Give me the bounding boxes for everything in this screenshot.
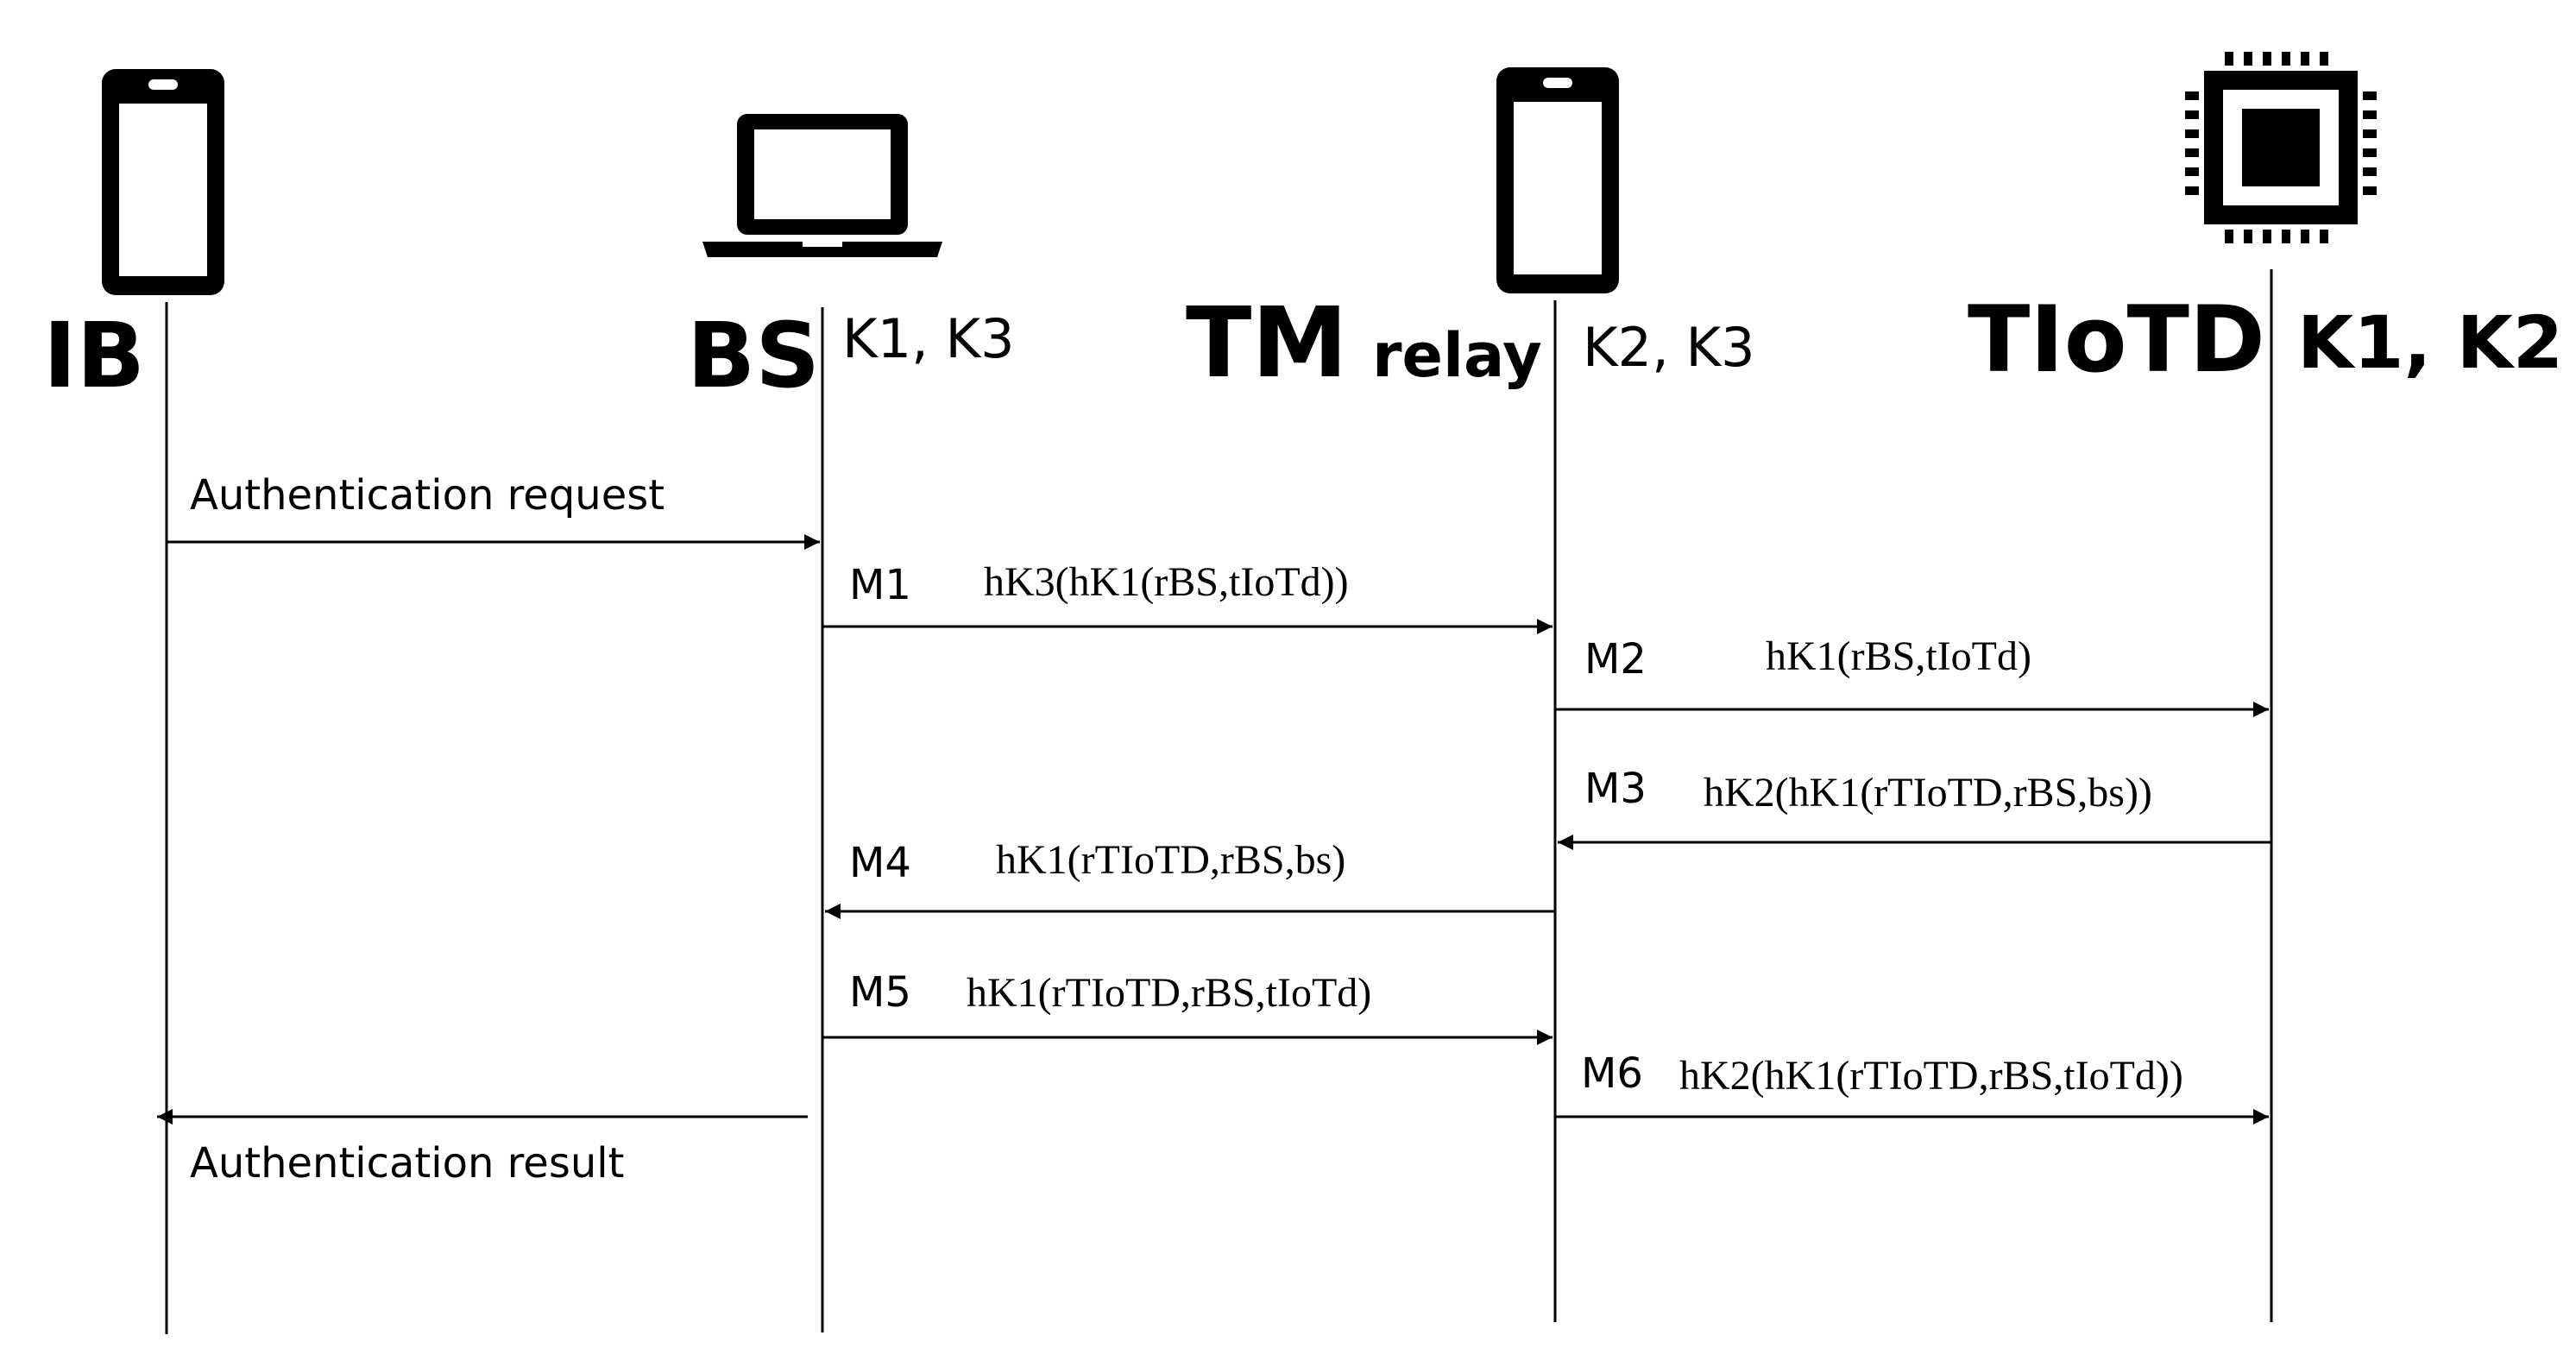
laptop-icon <box>702 114 942 257</box>
actor-bs-label: BS <box>687 303 820 408</box>
m3-label: hK2(hK1(rTIoTD,rBS,bs)) <box>1704 770 2152 816</box>
m5-label: hK1(rTIoTD,rBS,tIoTd) <box>967 970 1371 1016</box>
m5-id: M5 <box>849 968 911 1017</box>
m6-label: hK2(hK1(rTIoTD,rBS,tIoTd)) <box>1679 1053 2183 1099</box>
actor-tm-label: TM <box>1186 287 1348 400</box>
m2-id: M2 <box>1584 635 1647 684</box>
m1-label: hK3(hK1(rBS,tIoTd)) <box>984 559 1349 605</box>
actor-tiotd-label: TIoTD <box>1968 287 2265 393</box>
actor-tiotd-keys: K1, K2 <box>2297 300 2563 385</box>
m1-id: M1 <box>849 561 911 609</box>
actor-tm-sublabel: relay <box>1372 320 1542 391</box>
chip-icon <box>2185 52 2377 243</box>
smartphone-icon <box>1496 67 1619 293</box>
m4-label: hK1(rTIoTD,rBS,bs) <box>996 837 1345 883</box>
actor-tm-keys: K2, K3 <box>1583 316 1755 379</box>
m4-id: M4 <box>849 839 911 887</box>
m3-id: M3 <box>1584 765 1647 813</box>
smartphone-icon <box>102 69 224 295</box>
m6-id: M6 <box>1581 1049 1643 1098</box>
auth-request-label: Authentication request <box>190 471 664 520</box>
m2-label: hK1(rBS,tIoTd) <box>1766 633 2031 679</box>
actor-ib-label: IB <box>43 303 145 408</box>
auth-result-label: Authentication result <box>190 1139 624 1187</box>
actor-bs-keys: K1, K3 <box>842 307 1015 370</box>
